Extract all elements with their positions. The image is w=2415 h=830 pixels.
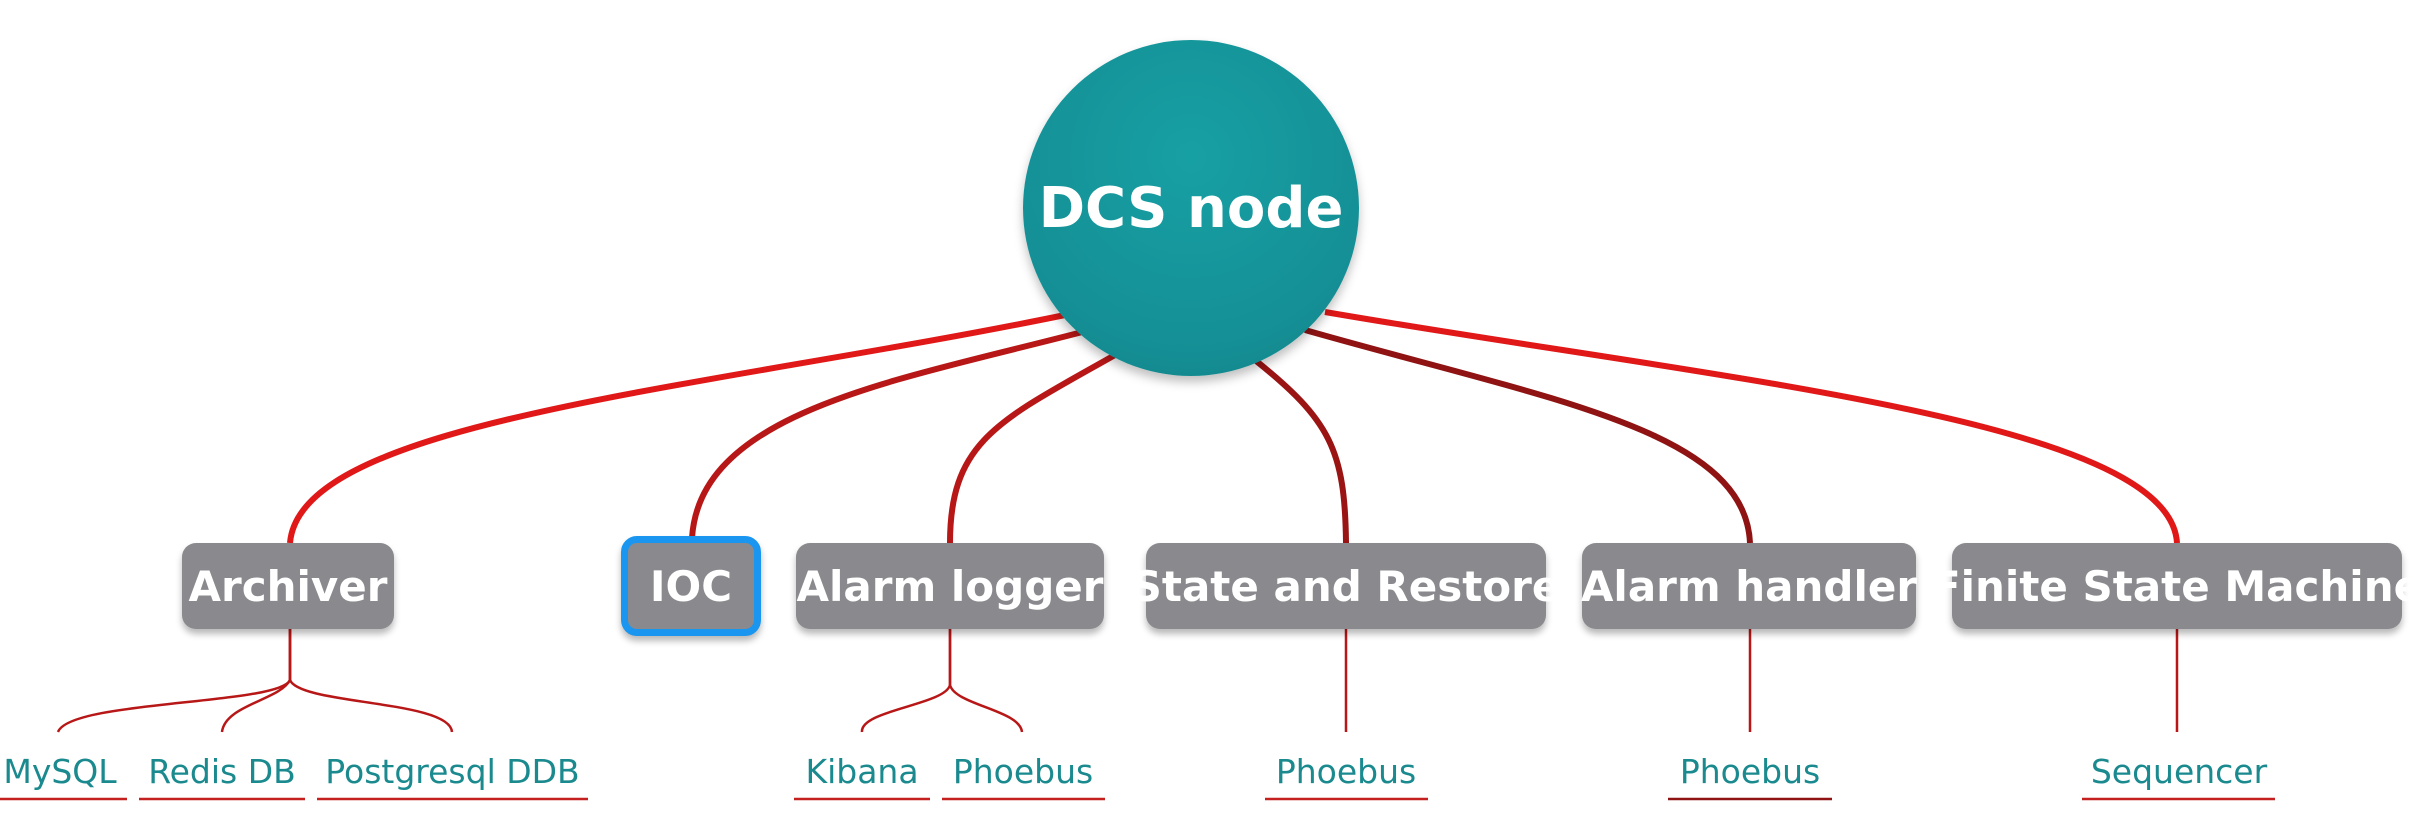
leaf-node-label: Kibana <box>805 751 919 791</box>
leaf-node-phoebus[interactable]: Phoebus <box>1672 744 1828 798</box>
leaf-node-label: Phoebus <box>952 751 1094 791</box>
branch-node-alarm-handler[interactable]: Alarm handler <box>1580 543 1918 629</box>
link-root-state-restore <box>1253 357 1349 544</box>
leaf-node-label: Phoebus <box>1275 751 1417 791</box>
link-root-alarm-logger <box>947 352 1117 544</box>
leaf-node-label: Sequencer <box>2090 751 2268 791</box>
leaf-node-label: MySQL <box>3 751 117 791</box>
leaf-node-kibana[interactable]: Kibana <box>797 744 927 798</box>
leaf-node-phoebus[interactable]: Phoebus <box>945 744 1101 798</box>
branch-node-label: Alarm handler <box>1580 561 1918 611</box>
branch-node-label: Finite State Machine <box>1931 561 2415 611</box>
root-node[interactable]: DCS node <box>1023 40 1359 376</box>
branch-node-alarm-logger[interactable]: Alarm logger <box>796 543 1104 629</box>
link-root-archiver <box>287 312 1066 544</box>
link-archiver-postgres <box>288 629 454 733</box>
branch-node-archiver[interactable]: Archiver <box>182 543 394 629</box>
link-root-fsm <box>1324 309 2180 544</box>
leaf-node-label: Phoebus <box>1679 751 1821 791</box>
leaf-node-label: Redis DB <box>148 751 296 791</box>
branch-node-state-and-restore[interactable]: State and Restore <box>1132 543 1560 629</box>
branch-node-label: Archiver <box>188 561 388 611</box>
leaf-node-label: Postgresql DDB <box>325 751 580 791</box>
leaf-node-mysql[interactable]: MySQL <box>0 744 120 798</box>
leaf-node-phoebus[interactable]: Phoebus <box>1268 744 1424 798</box>
branch-node-finite-state-machine[interactable]: Finite State Machine <box>1932 543 2415 629</box>
root-node-label: DCS node <box>1038 175 1344 241</box>
branch-node-label: Alarm logger <box>796 561 1104 611</box>
branch-node-label: IOC <box>649 561 733 611</box>
branch-node-label: State and Restore <box>1131 561 1561 611</box>
branch-node-ioc[interactable]: IOC <box>621 536 761 636</box>
link-archiver-redis <box>220 629 292 733</box>
link-root-alarm-handler <box>1304 327 1753 544</box>
link-archiver-mysql <box>56 629 292 733</box>
leaf-node-redis-db[interactable]: Redis DB <box>145 744 299 798</box>
link-alarm-logger-kibana <box>860 629 952 733</box>
link-root-ioc <box>689 327 1091 539</box>
link-alarm-logger-phoebus <box>948 629 1024 733</box>
leaf-node-postgresql-ddb[interactable]: Postgresql DDB <box>320 744 585 798</box>
leaf-node-sequencer[interactable]: Sequencer <box>2086 744 2272 798</box>
